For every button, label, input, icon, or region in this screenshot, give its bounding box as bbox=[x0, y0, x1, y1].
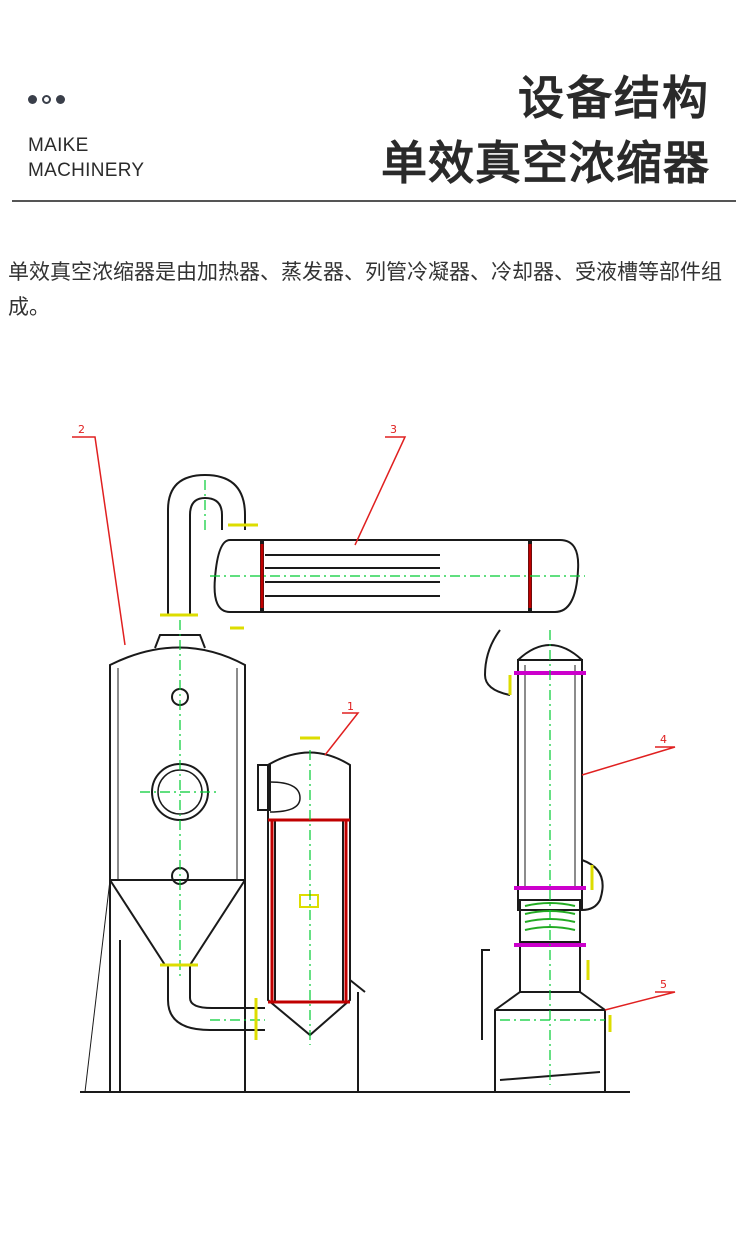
decorative-dots bbox=[28, 95, 65, 104]
dot-icon bbox=[56, 95, 65, 104]
leader-4 bbox=[581, 746, 676, 776]
page-title: 设备结构 bbox=[518, 71, 710, 125]
leader-1 bbox=[324, 712, 360, 756]
equipment-diagram: 2 3 1 4 5 bbox=[72, 423, 676, 1093]
leader-2 bbox=[72, 436, 126, 646]
part-label-2: 2 bbox=[78, 423, 85, 436]
part-label-5: 5 bbox=[660, 978, 667, 991]
header-divider bbox=[12, 200, 736, 202]
evaporator-body bbox=[109, 646, 246, 966]
brand-line-2: MACHINERY bbox=[28, 160, 145, 181]
leader-3 bbox=[354, 436, 407, 546]
condenser-body bbox=[213, 539, 580, 613]
dot-icon bbox=[28, 95, 37, 104]
part-label-1: 1 bbox=[347, 700, 354, 713]
part-label-3: 3 bbox=[390, 423, 397, 436]
leader-5 bbox=[604, 991, 676, 1011]
page-subtitle: 单效真空浓缩器 bbox=[381, 136, 710, 190]
dot-icon bbox=[42, 95, 51, 104]
brand-line-1: MAIKE bbox=[28, 135, 89, 156]
part-label-4: 4 bbox=[660, 733, 667, 746]
heater-body bbox=[267, 751, 351, 1037]
intro-text: 单效真空浓缩器是由加热器、蒸发器、列管冷凝器、冷却器、受液槽等部件组成。 bbox=[8, 260, 722, 319]
brand-name: MAIKE MACHINERY bbox=[28, 133, 144, 183]
